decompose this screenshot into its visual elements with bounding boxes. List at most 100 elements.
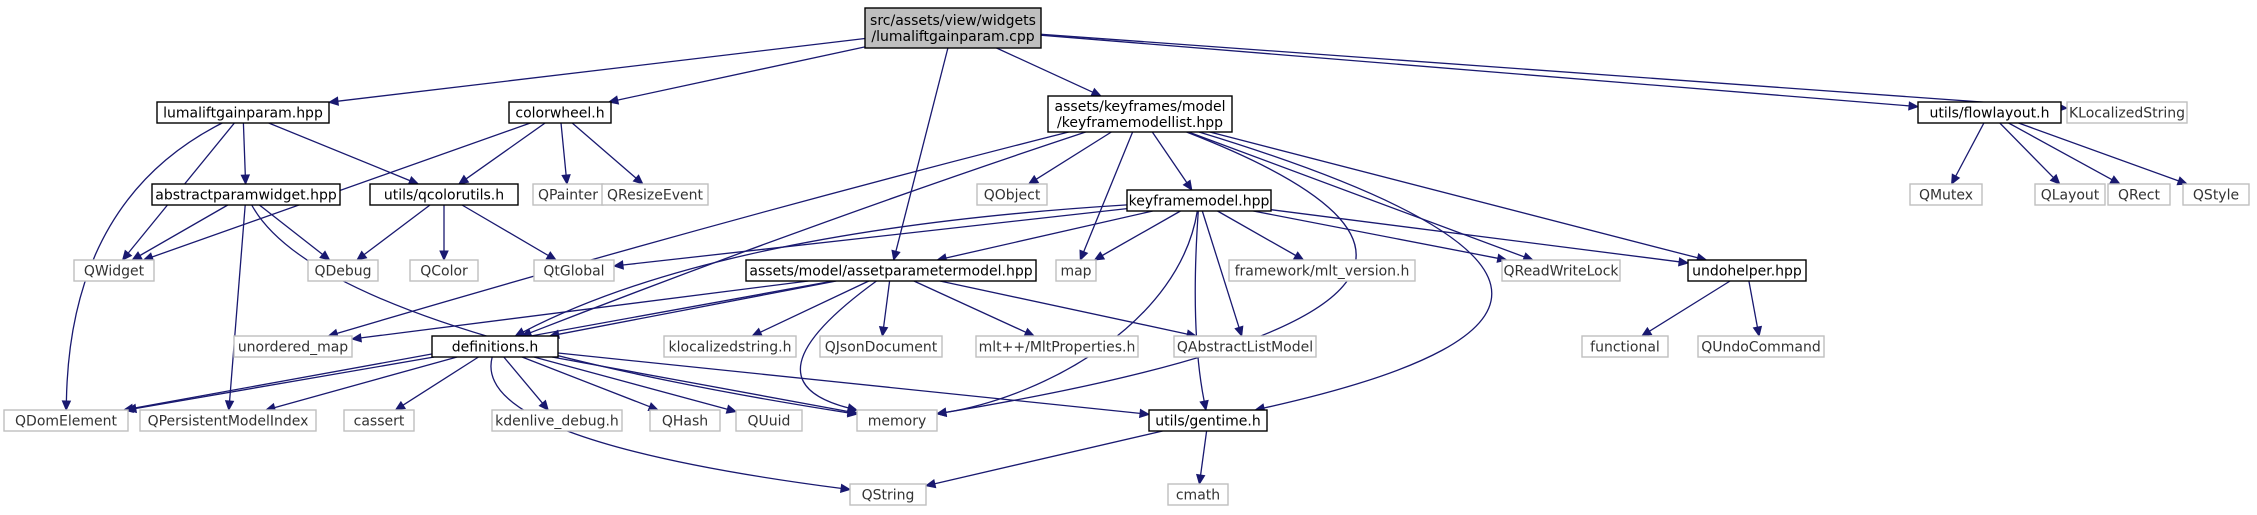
- edge-arrowhead: [924, 478, 937, 489]
- node-QAbstractListModel[interactable]: QAbstractListModel: [1173, 335, 1317, 358]
- node-QColor[interactable]: QColor: [409, 259, 479, 282]
- edge-arrowhead: [394, 400, 407, 411]
- node-box: [1126, 189, 1272, 212]
- edge-keyframemodellist-to-map: [1079, 131, 1134, 262]
- node-QString[interactable]: QString: [849, 483, 927, 506]
- edge-line: [1194, 210, 1205, 402]
- node-QUuid[interactable]: QUuid: [735, 409, 803, 432]
- node-label: utils/gentime.h: [1155, 414, 1260, 430]
- node-label: lumaliftgainparam.hpp: [163, 106, 323, 122]
- node-QDebug[interactable]: QDebug: [307, 259, 379, 282]
- node-assetparametermodel[interactable]: assets/model/assetparametermodel.hpp: [745, 259, 1037, 282]
- node-functional[interactable]: functional: [1581, 335, 1669, 358]
- node-cassert[interactable]: cassert: [343, 409, 415, 432]
- node-label: assets/model/assetparametermodel.hpp: [749, 264, 1032, 280]
- node-keyframemodel[interactable]: keyframemodel.hpp: [1126, 189, 1272, 212]
- edge-arrowhead: [514, 327, 526, 337]
- node-label: QRect: [2118, 188, 2160, 204]
- node-box: [745, 259, 1037, 282]
- edge-arrowhead: [1234, 325, 1244, 338]
- edge-line: [622, 207, 1128, 266]
- node-QPainter[interactable]: QPainter: [532, 183, 604, 206]
- edge-arrowhead: [1182, 179, 1193, 192]
- node-box: [2034, 183, 2106, 206]
- edge-flowlayout-to-QLayout: [1999, 122, 2061, 185]
- node-lumaliftgainparam[interactable]: lumaliftgainparam.hpp: [156, 101, 330, 124]
- node-root[interactable]: src/assets/view/widgets/lumaliftgainpara…: [864, 7, 1042, 49]
- edge-arrowhead: [545, 251, 558, 261]
- edge-arrowhead: [840, 483, 852, 493]
- edge-gentime-to-QString: [924, 430, 1163, 489]
- edge-line: [1201, 210, 1240, 328]
- node-QLayout[interactable]: QLayout: [2034, 183, 2106, 206]
- edge-line: [939, 280, 1188, 335]
- node-MltProperties[interactable]: mlt++/MltProperties.h: [975, 335, 1139, 358]
- node-colorwheel[interactable]: colorwheel.h: [508, 101, 612, 124]
- node-box: [343, 409, 415, 432]
- node-abstractparamwidget[interactable]: abstractparamwidget.hpp: [151, 183, 341, 206]
- edge-line: [1083, 131, 1134, 252]
- edge-arrowhead: [1023, 327, 1036, 337]
- node-flowlayout[interactable]: utils/flowlayout.h: [1917, 101, 2062, 124]
- edge-line: [1151, 131, 1188, 183]
- node-cmath[interactable]: cmath: [1167, 483, 1229, 506]
- edge-definitions-to-kdenlive_debug: [503, 356, 549, 411]
- node-KLocalizedString[interactable]: KLocalizedString: [2066, 101, 2188, 124]
- edge-arrowhead: [1027, 174, 1040, 185]
- node-box: [2182, 183, 2250, 206]
- node-QDomElement[interactable]: QDomElement: [3, 409, 129, 432]
- node-QWidget[interactable]: QWidget: [73, 259, 155, 282]
- node-box: [864, 7, 1042, 49]
- node-QPersistentModelIndex[interactable]: QPersistentModelIndex: [139, 409, 317, 432]
- node-box: [73, 259, 155, 282]
- node-label: QUuid: [748, 414, 791, 430]
- node-label: QColor: [420, 264, 468, 280]
- node-klocalizedstring[interactable]: klocalizedstring.h: [663, 335, 797, 358]
- edge-arrowhead: [751, 327, 763, 337]
- node-QHash[interactable]: QHash: [649, 409, 721, 432]
- edge-arrowhead: [61, 400, 72, 412]
- edge-line: [336, 131, 1069, 335]
- node-label: unordered_map: [238, 340, 348, 356]
- node-QReadWriteLock[interactable]: QReadWriteLock: [1501, 259, 1621, 282]
- node-QRect[interactable]: QRect: [2107, 183, 2171, 206]
- edge-arrowhead: [1678, 257, 1690, 267]
- node-definitions[interactable]: definitions.h: [431, 335, 559, 358]
- edge-arrowhead: [121, 249, 133, 261]
- edge-line: [274, 356, 458, 409]
- node-gentime[interactable]: utils/gentime.h: [1148, 409, 1268, 432]
- edge-keyframemodellist-to-QObject: [1027, 131, 1112, 185]
- node-undohelper[interactable]: undohelper.hpp: [1687, 259, 1807, 282]
- edge-abstractparamwidget-to-QWidget: [131, 204, 229, 261]
- node-label: framework/mlt_version.h: [1235, 264, 1410, 280]
- node-kdenlive_debug[interactable]: kdenlive_debug.h: [491, 409, 623, 432]
- node-QtGlobal[interactable]: QtGlobal: [533, 259, 615, 282]
- edge-arrowhead: [846, 406, 859, 417]
- node-box: [1055, 259, 1097, 282]
- node-box: [975, 335, 1139, 358]
- node-memory[interactable]: memory: [856, 409, 938, 432]
- node-box: [1148, 409, 1268, 432]
- node-QMutex[interactable]: QMutex: [1909, 183, 1983, 206]
- node-label: /lumaliftgainparam.cpp: [871, 29, 1034, 45]
- node-unordered_map[interactable]: unordered_map: [233, 335, 353, 358]
- node-QResizeEvent[interactable]: QResizeEvent: [601, 183, 709, 206]
- node-mlt_version[interactable]: framework/mlt_version.h: [1228, 259, 1416, 282]
- node-box: [3, 409, 129, 432]
- edge-flowlayout-to-QMutex: [1951, 122, 1985, 186]
- node-QJsonDocument[interactable]: QJsonDocument: [819, 335, 943, 358]
- edge-abstractparamwidget-to-QPersistentModelIndex: [224, 204, 246, 412]
- edge-root-to-assetparametermodel: [891, 47, 949, 262]
- node-label: cassert: [354, 414, 405, 430]
- node-keyframemodellist[interactable]: assets/keyframes/model/keyframemodellist…: [1047, 95, 1233, 133]
- node-qcolorutils[interactable]: utils/qcolorutils.h: [369, 183, 519, 206]
- node-QStyle[interactable]: QStyle: [2182, 183, 2250, 206]
- node-map[interactable]: map: [1055, 259, 1097, 282]
- edge-line: [996, 47, 1093, 93]
- node-label: abstractparamwidget.hpp: [155, 188, 337, 204]
- node-label: QDomElement: [15, 414, 117, 430]
- node-box: [1173, 335, 1317, 358]
- edge-line: [557, 352, 1141, 415]
- node-QObject[interactable]: QObject: [976, 183, 1048, 206]
- node-QUndoCommand[interactable]: QUndoCommand: [1697, 335, 1825, 358]
